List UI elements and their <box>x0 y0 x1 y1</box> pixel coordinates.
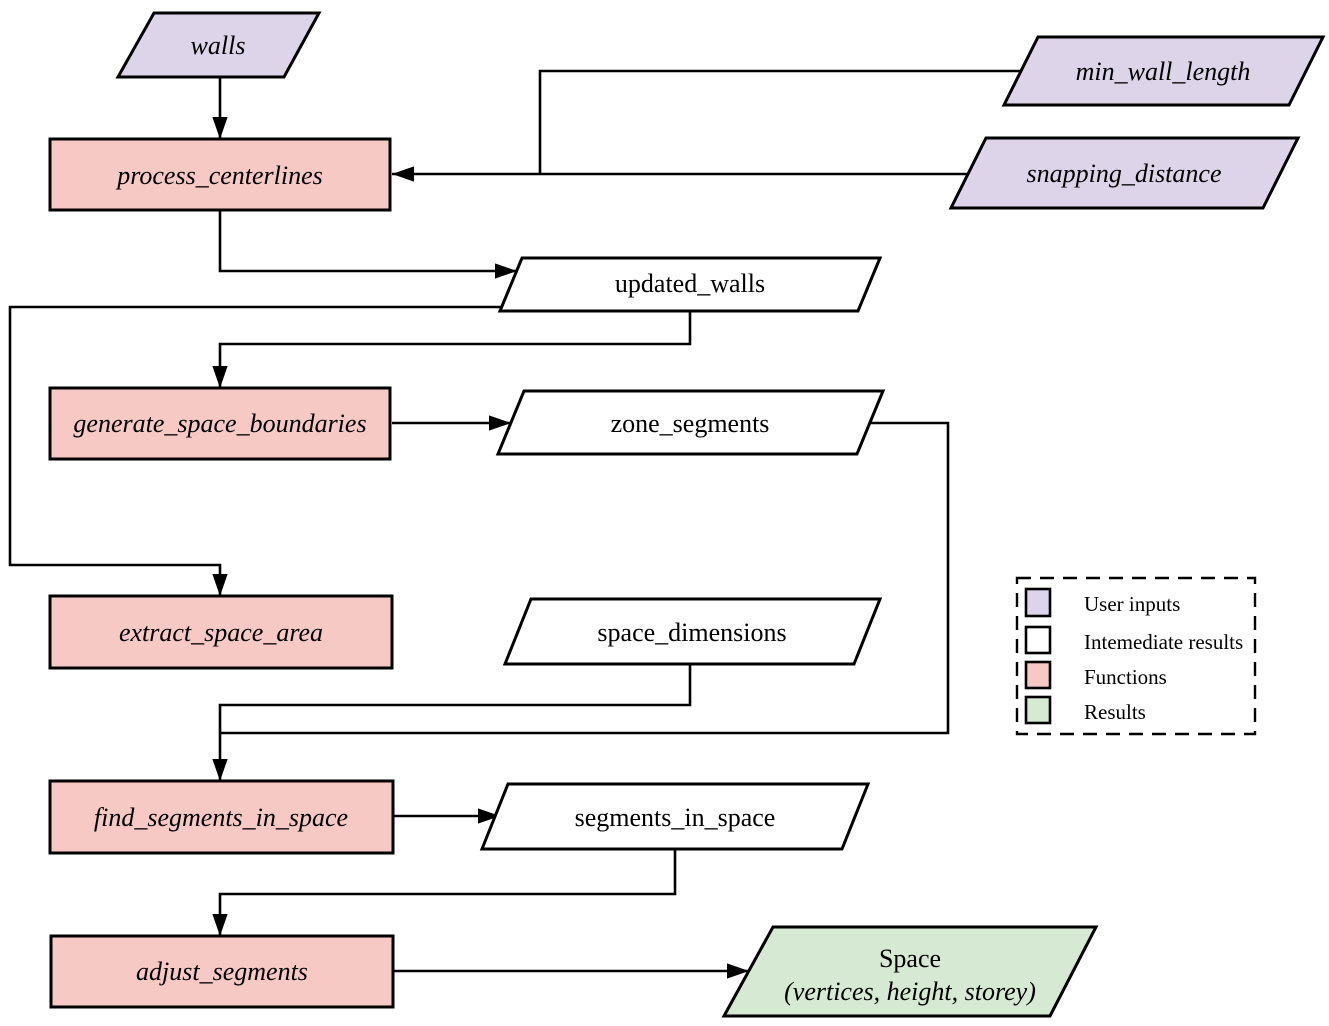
edge-updated-walls-to-generate-space-boundaries <box>212 311 692 388</box>
segments-in-space-parallelogram <box>479 782 871 851</box>
legend-label-user-inputs: User inputs <box>1084 592 1180 616</box>
legend-item-functions: Functions <box>1024 660 1167 690</box>
legend-swatch-user-inputs <box>1024 587 1052 618</box>
legend-swatch-intermediate-results <box>1024 625 1052 655</box>
process-centerlines-label: process_centerlines <box>115 161 323 190</box>
space-parallelogram <box>721 925 1099 1018</box>
node-space-dimensions: space_dimensions <box>502 597 883 666</box>
space-dimensions-parallelogram <box>502 597 883 666</box>
extract-space-area-rect <box>48 594 394 670</box>
edge-space-dimensions-to-find-segments-in-space <box>212 664 692 781</box>
space-label-line1: Space <box>879 944 941 973</box>
legend-item-results: Results <box>1024 695 1146 725</box>
node-walls: walls <box>115 11 322 79</box>
legend-label-results: Results <box>1084 700 1146 724</box>
node-zone-segments: zone_segments <box>495 389 886 456</box>
legend-item-intermediate-results: Intemediate results <box>1024 625 1243 655</box>
node-extract-space-area: extract_space_area <box>48 594 394 670</box>
snapping-distance-parallelogram <box>948 136 1301 210</box>
node-find-segments-in-space: find_segments_in_space <box>48 779 395 855</box>
connectors <box>8 69 1030 979</box>
extract-space-area-label: extract_space_area <box>119 618 323 647</box>
adjust-segments-label: adjust_segments <box>136 957 308 986</box>
edge-segments-in-space-to-adjust-segments <box>212 849 677 936</box>
node-generate-space-boundaries: generate_space_boundaries <box>48 386 392 461</box>
edge-updated-walls-to-extract-space-area <box>8 305 502 596</box>
updated-walls-label: updated_walls <box>615 269 765 298</box>
updated-walls-parallelogram <box>497 256 883 313</box>
space-dimensions-label: space_dimensions <box>597 618 786 647</box>
edge-min-wall-length-feed <box>538 69 1030 174</box>
space-label-line2: (vertices, height, storey) <box>784 977 1036 1006</box>
snapping-distance-label: snapping_distance <box>1027 159 1222 188</box>
zone-segments-parallelogram <box>495 389 886 456</box>
node-min-wall-length: min_wall_length <box>1001 35 1326 107</box>
min-wall-length-parallelogram <box>1001 35 1326 107</box>
legend: User inputs Intemediate results Function… <box>1015 576 1257 736</box>
node-updated-walls: updated_walls <box>497 256 883 313</box>
legend-label-intermediate-results: Intemediate results <box>1084 630 1243 654</box>
process-centerlines-rect <box>48 137 392 212</box>
node-adjust-segments: adjust_segments <box>49 934 395 1009</box>
segments-in-space-label: segments_in_space <box>575 803 776 832</box>
zone-segments-label: zone_segments <box>611 409 770 438</box>
min-wall-length-label: min_wall_length <box>1076 57 1251 86</box>
edge-process-centerlines-to-updated-walls <box>218 210 517 279</box>
generate-space-boundaries-rect <box>48 386 392 461</box>
node-snapping-distance: snapping_distance <box>948 136 1301 210</box>
walls-parallelogram <box>115 11 322 79</box>
walls-label: walls <box>191 31 246 60</box>
node-process-centerlines: process_centerlines <box>48 137 392 212</box>
node-segments-in-space: segments_in_space <box>479 782 871 851</box>
legend-border <box>1015 576 1257 736</box>
legend-label-functions: Functions <box>1084 665 1167 689</box>
generate-space-boundaries-label: generate_space_boundaries <box>73 409 366 438</box>
legend-swatch-results <box>1024 695 1052 725</box>
legend-item-user-inputs: User inputs <box>1024 587 1180 618</box>
edge-zone-segments-feed <box>220 421 950 735</box>
find-segments-in-space-label: find_segments_in_space <box>94 803 348 832</box>
node-space: Space (vertices, height, storey) <box>721 925 1099 1018</box>
find-segments-in-space-rect <box>48 779 395 855</box>
legend-swatch-functions <box>1024 660 1052 690</box>
adjust-segments-rect <box>49 934 395 1009</box>
